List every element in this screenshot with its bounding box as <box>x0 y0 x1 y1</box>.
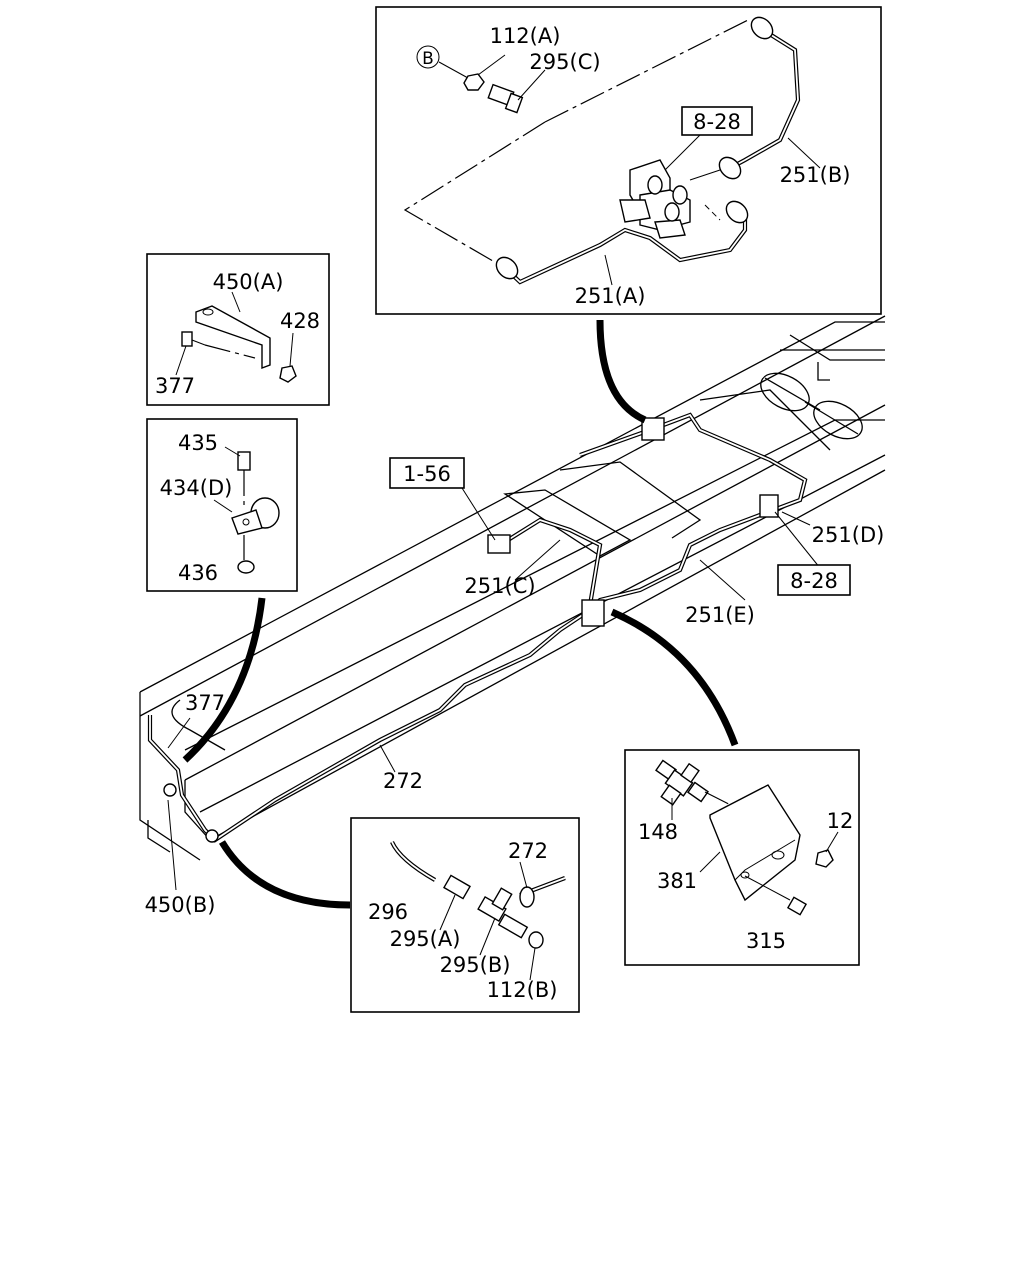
label-251e: 251(E) <box>685 603 755 627</box>
detail-bracket-panel: 12 315 148 381 <box>624 749 860 966</box>
bolt-315 <box>786 896 808 916</box>
detail-clip-panel: 450(A) 428 377 <box>146 253 330 406</box>
ref-8-28-main: 8-28 <box>790 569 838 593</box>
label-296: 296 <box>368 900 408 924</box>
label-436: 436 <box>178 561 218 585</box>
label-148: 148 <box>638 820 678 844</box>
label-251d: 251(D) <box>812 523 885 547</box>
nut-428 <box>279 365 297 383</box>
label-434d: 434(D) <box>160 476 233 500</box>
connector-block <box>759 494 779 518</box>
label-450b: 450(B) <box>145 893 216 917</box>
label-381: 381 <box>657 869 697 893</box>
ref-box-8-28-top <box>681 106 753 136</box>
valve-assembly <box>619 159 691 239</box>
nut-112b <box>528 931 544 949</box>
label-272-main: 272 <box>383 769 423 793</box>
label-251b: 251(B) <box>780 163 851 187</box>
callout-arcs <box>182 319 739 909</box>
fitting-295a <box>443 874 471 900</box>
bolt-377 <box>181 331 193 347</box>
reference-b-circle <box>416 45 440 69</box>
fitting <box>205 829 219 843</box>
detail-tee-panel: 272 296 295(A) 295(B) 112(B) <box>350 817 580 1013</box>
label-251a: 251(A) <box>575 284 646 308</box>
pipe-272-end <box>519 886 535 908</box>
label-112b: 112(B) <box>487 978 558 1002</box>
valve-block <box>641 417 665 441</box>
nut-112a <box>463 73 485 91</box>
label-377-main: 377 <box>185 691 225 715</box>
label-428: 428 <box>280 309 320 333</box>
ref-8-28-top: 8-28 <box>693 110 741 134</box>
label-272-tee: 272 <box>508 839 548 863</box>
label-377-clip: 377 <box>155 374 195 398</box>
ref-1-56: 1-56 <box>403 462 451 486</box>
label-112a: 112(A) <box>490 24 561 48</box>
label-295c: 295(C) <box>529 50 600 74</box>
clip <box>163 783 177 797</box>
label-295b: 295(B) <box>440 953 511 977</box>
detail-valve-panel: B 112(A) 295(C) 8-28 <box>375 6 882 315</box>
bolt-435 <box>237 451 251 471</box>
label-435: 435 <box>178 431 218 455</box>
ref-box-1-56 <box>389 457 465 489</box>
main-labels: 1-56 251(C) 251(D) 8-28 251(E) 377 272 4… <box>145 457 885 917</box>
label-315: 315 <box>746 929 786 953</box>
label-251c: 251(C) <box>464 574 535 598</box>
bracket-381 <box>709 784 801 902</box>
ref-box-8-28-main <box>777 564 851 596</box>
reference-b: B <box>422 49 434 69</box>
label-450a: 450(A) <box>213 270 284 294</box>
bracket-block <box>581 599 605 627</box>
detail-clamp-panel: 435 434(D) 436 <box>146 418 298 592</box>
nut-436 <box>237 560 255 574</box>
main-leaders <box>167 487 821 891</box>
label-12: 12 <box>827 809 854 833</box>
label-295a: 295(A) <box>390 927 461 951</box>
brake-pipe-route <box>147 412 808 843</box>
cross-fitting-148 <box>655 759 709 806</box>
connector-block-left <box>487 534 511 554</box>
chassis-frame <box>139 315 886 861</box>
clip-450a <box>195 305 271 370</box>
